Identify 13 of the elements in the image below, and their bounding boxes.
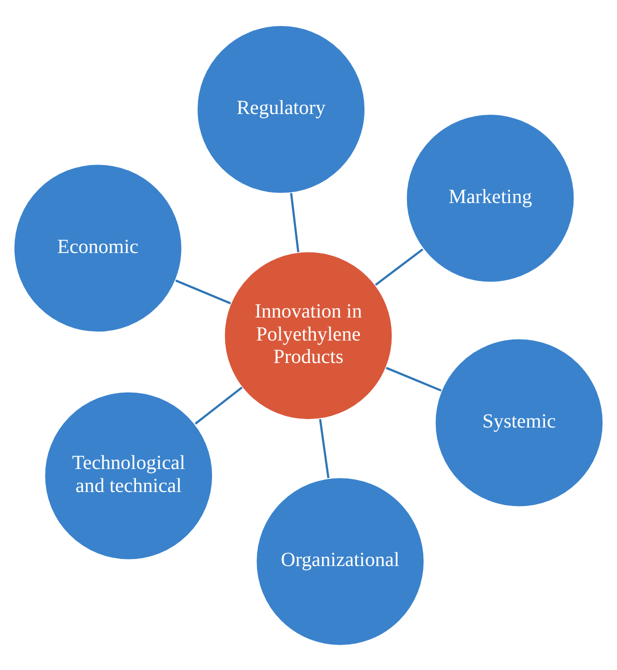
node-circle: Systemic [434, 337, 604, 508]
connector [386, 366, 442, 392]
connector [319, 418, 330, 478]
node-circle: Technological and technical [44, 390, 214, 560]
connector [175, 279, 231, 304]
node-circle: Marketing [406, 112, 576, 283]
node-circle: Organizational [255, 476, 425, 646]
node-circle: Economic [13, 162, 183, 332]
node-circle: Innovation in Polyethylene Products [224, 250, 394, 420]
connector [194, 386, 243, 424]
connector [374, 248, 424, 286]
connector [290, 192, 300, 252]
node-circle: Regulatory [196, 24, 366, 194]
